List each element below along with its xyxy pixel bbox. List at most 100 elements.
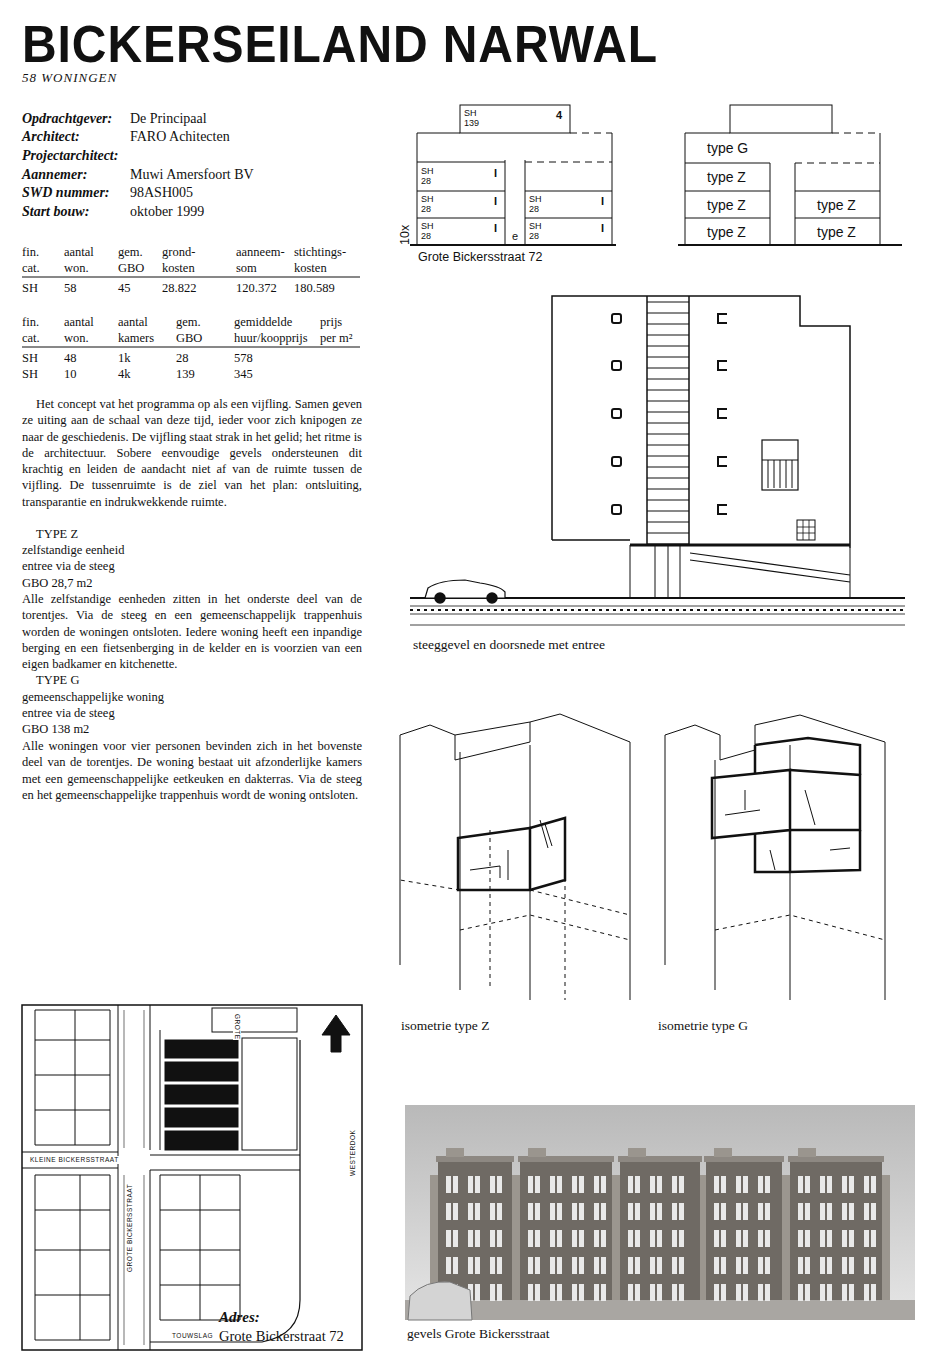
render-window: [453, 1230, 458, 1247]
plinth: [630, 545, 850, 598]
schematic-line: [685, 133, 686, 245]
window: [718, 409, 727, 418]
render-window: [650, 1230, 655, 1247]
unit-outline: [712, 770, 790, 838]
street: [405, 1300, 915, 1320]
table-cell: per m²: [320, 330, 353, 346]
render-window: [497, 1257, 502, 1274]
render-window: [446, 1230, 451, 1247]
render-window: [798, 1284, 803, 1301]
schematic-line: [525, 160, 526, 245]
table-cell: 578: [234, 350, 253, 366]
subtitle: 58 WONINGEN: [22, 70, 117, 86]
building-block: [165, 1040, 238, 1058]
unit-interior: [470, 820, 552, 880]
render-window: [672, 1284, 677, 1301]
render-window: [864, 1203, 869, 1220]
body-text: Alle zelfstandige eenheden zitten in het…: [22, 591, 362, 672]
render-window: [550, 1284, 555, 1301]
schematic-line: [525, 218, 612, 219]
render-window: [827, 1284, 832, 1301]
render-window: [798, 1176, 803, 1193]
meta-value: De Principaal: [130, 111, 207, 127]
schematic-line: [770, 163, 771, 245]
render-window: [475, 1257, 480, 1274]
render-window: [657, 1284, 662, 1301]
road: [410, 606, 905, 625]
map-label: GROTE BICKERSSTRAAT: [126, 1184, 134, 1272]
table-cell: huur/koopprijs: [234, 330, 308, 346]
render-window: [628, 1230, 633, 1247]
stair-rung: [647, 412, 689, 413]
unit-code: SH 28: [421, 221, 441, 241]
map-label: GROTE: [233, 1014, 241, 1040]
render-window: [528, 1176, 533, 1193]
map-label: KLEINE BICKERSSTRAAT: [30, 1156, 119, 1164]
render-window: [827, 1176, 832, 1193]
stair-rung: [647, 522, 689, 523]
render-window: [842, 1203, 847, 1220]
render-window: [535, 1203, 540, 1220]
map-label: TOUWSLAG: [172, 1332, 213, 1340]
window: [612, 409, 621, 418]
type-box: type Z: [685, 191, 770, 218]
render-window: [635, 1284, 640, 1301]
render-window: [714, 1176, 719, 1193]
render-window: [497, 1176, 502, 1193]
table-cell: aantal: [64, 244, 94, 260]
type-label: type Z: [707, 197, 746, 213]
schematic-line: [417, 191, 505, 192]
stair-rung: [647, 489, 689, 490]
table-cell: 10: [64, 366, 77, 382]
type-box: type Z: [685, 218, 770, 245]
render-window: [557, 1203, 562, 1220]
render-window: [714, 1230, 719, 1247]
table-cell: cat.: [22, 260, 40, 276]
render-window: [550, 1230, 555, 1247]
caption: isometrie type G: [658, 1018, 748, 1034]
table-cell: 1k: [118, 350, 131, 366]
render-window: [736, 1257, 741, 1274]
render-window: [798, 1203, 803, 1220]
render-window: [601, 1230, 606, 1247]
table-cell: cat.: [22, 330, 40, 346]
table-cell: SH: [22, 280, 38, 296]
body-line: GBO 138 m2: [22, 721, 89, 737]
render-window: [849, 1257, 854, 1274]
schematic-line: [730, 105, 832, 133]
render-window: [721, 1257, 726, 1274]
map-parcel: [35, 1175, 110, 1340]
render-window: [535, 1284, 540, 1301]
render-window: [453, 1176, 458, 1193]
render-window: [805, 1257, 810, 1274]
table-cell: prijs: [320, 314, 342, 330]
map-label: WESTERDOK: [349, 1130, 357, 1176]
stair-rung: [647, 423, 689, 424]
render-window: [557, 1230, 562, 1247]
render-window: [579, 1284, 584, 1301]
render-window: [842, 1176, 847, 1193]
stair-rung: [647, 324, 689, 325]
schematic-line: [525, 162, 612, 163]
table-cell: 28: [176, 350, 189, 366]
page-title: BICKERSEILAND NARWAL: [22, 18, 658, 70]
render-window: [550, 1203, 555, 1220]
meta-key: Opdrachtgever:: [22, 111, 112, 127]
stair-rung: [647, 445, 689, 446]
iso-outline: [400, 714, 630, 1000]
meta-key: Architect:: [22, 129, 80, 145]
render-window: [672, 1230, 677, 1247]
render-window: [765, 1176, 770, 1193]
window: [718, 505, 727, 514]
render-window: [827, 1203, 832, 1220]
stair-rung: [647, 313, 689, 314]
stair-rung: [647, 368, 689, 369]
tower: [790, 1160, 882, 1300]
stair-rung: [647, 379, 689, 380]
table-cell: 139: [176, 366, 195, 382]
render-window: [468, 1257, 473, 1274]
roof-box: [628, 1148, 646, 1157]
render-window: [672, 1176, 677, 1193]
table-cell: aantal: [118, 314, 148, 330]
stair-rung: [647, 346, 689, 347]
